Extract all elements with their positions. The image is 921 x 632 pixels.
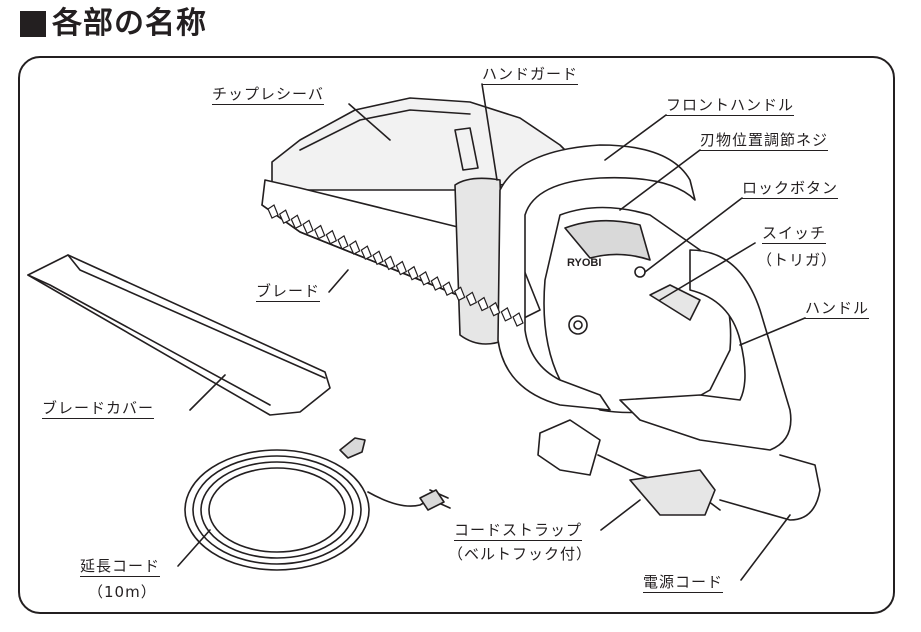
- label-chip-receiver: チップレシーバ: [212, 84, 324, 104]
- label-front-handle: フロントハンドル: [666, 95, 794, 115]
- label-extension-cord-sub: （10m）: [88, 582, 157, 602]
- brand-logo: RYOBI: [567, 257, 601, 269]
- label-blade-cover: ブレードカバー: [42, 398, 154, 418]
- label-blade: ブレード: [256, 281, 320, 301]
- blade-cover-shape: [28, 255, 330, 415]
- motor-housing-shape: [544, 208, 731, 413]
- label-cord-strap: コードストラップ: [454, 520, 582, 540]
- label-blade-adjust-screw: 刃物位置調節ネジ: [700, 130, 828, 150]
- label-extension-cord: 延長コード: [80, 556, 160, 576]
- label-switch-sub: （トリガ）: [757, 250, 837, 270]
- label-power-cord: 電源コード: [643, 572, 723, 592]
- label-cord-strap-sub: （ベルトフック付）: [448, 544, 592, 564]
- label-switch: スイッチ: [762, 223, 826, 243]
- label-lock-button: ロックボタン: [742, 178, 838, 198]
- label-hand-guard: ハンドガード: [482, 64, 578, 84]
- extension-cord-shape: [185, 438, 450, 570]
- label-handle: ハンドル: [805, 298, 869, 318]
